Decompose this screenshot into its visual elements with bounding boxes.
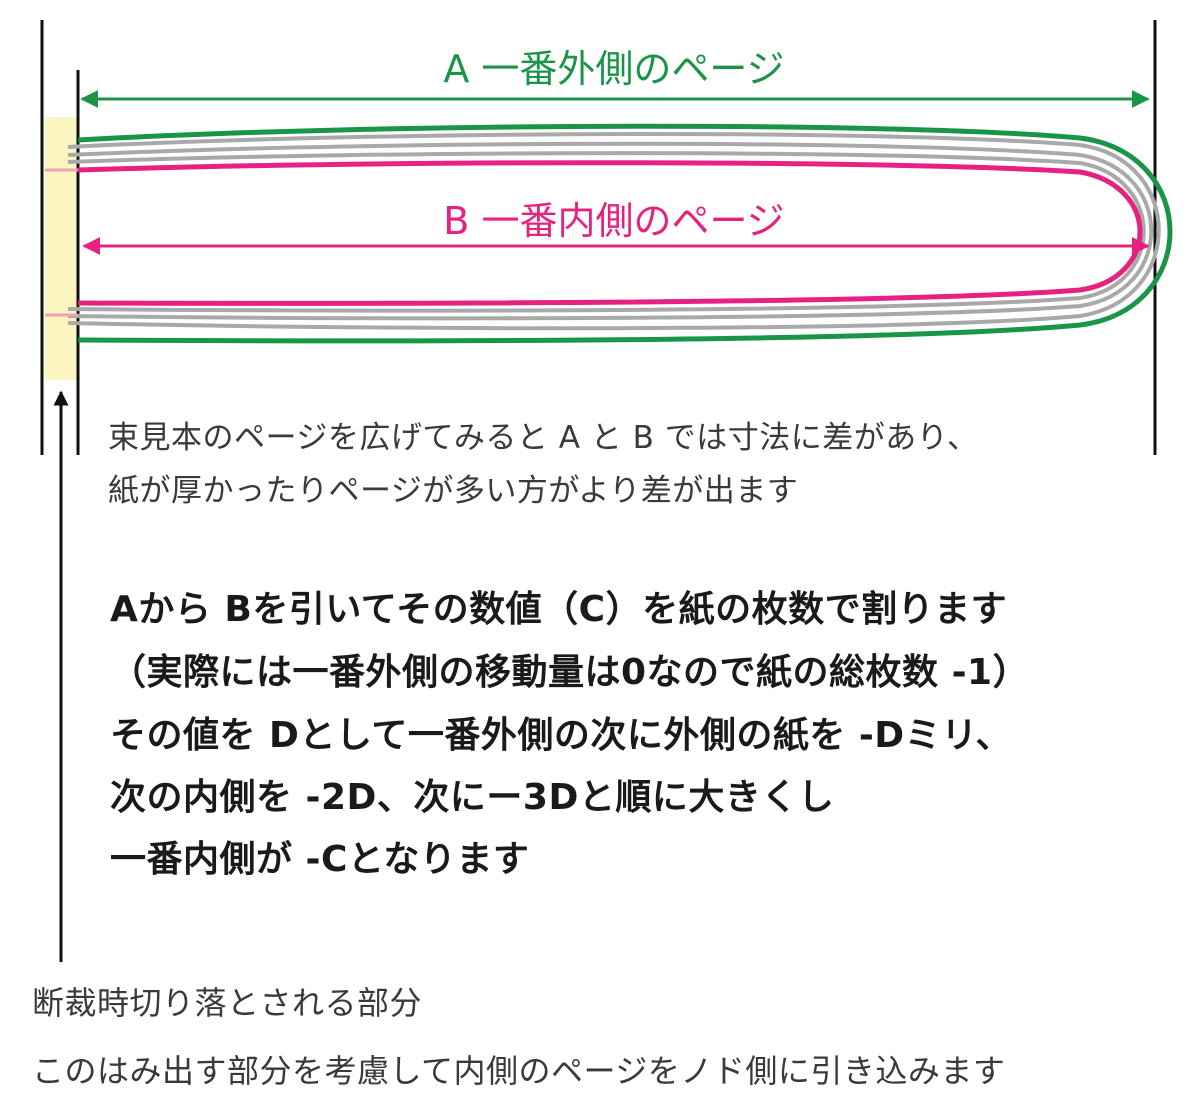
a-outer-page-label: A 一番外側のページ: [443, 47, 784, 91]
inner-page-curve: [77, 160, 1143, 306]
explanation-line-2: （実際には一番外側の移動量は0なので紙の総枚数 -1）: [110, 652, 1030, 693]
explanation-line-3: その値を Dとして一番外側の次に外側の紙を -Dミリ、: [110, 715, 1013, 756]
note-line-2: 紙が厚かったりページが多い方がより差が出ます: [108, 473, 799, 509]
outer-page-curve: [77, 123, 1173, 344]
trim-caption: 断裁時切り落とされる部分: [32, 984, 423, 1022]
b-inner-page-label: B 一番内側のページ: [443, 199, 784, 243]
explanation-line-4: 次の内側を -2D、次にー3Dと順に大きくし: [110, 777, 835, 818]
explanation-line-1: Aから Bを引いてその数値（C）を紙の枚数で割ります: [110, 589, 1008, 630]
note-line-1: 束見本のページを広げてみると A と B では寸法に差があり、: [108, 420, 979, 456]
middle-page-3: [67, 151, 1146, 313]
middle-page-1: [67, 131, 1161, 331]
explanation-line-5: 一番内側が -Cとなります: [110, 839, 530, 880]
middle-page-2: [67, 141, 1154, 321]
bottom-caption: このはみ出す部分を考慮して内側のページをノド側に引き込みます: [32, 1052, 1006, 1090]
